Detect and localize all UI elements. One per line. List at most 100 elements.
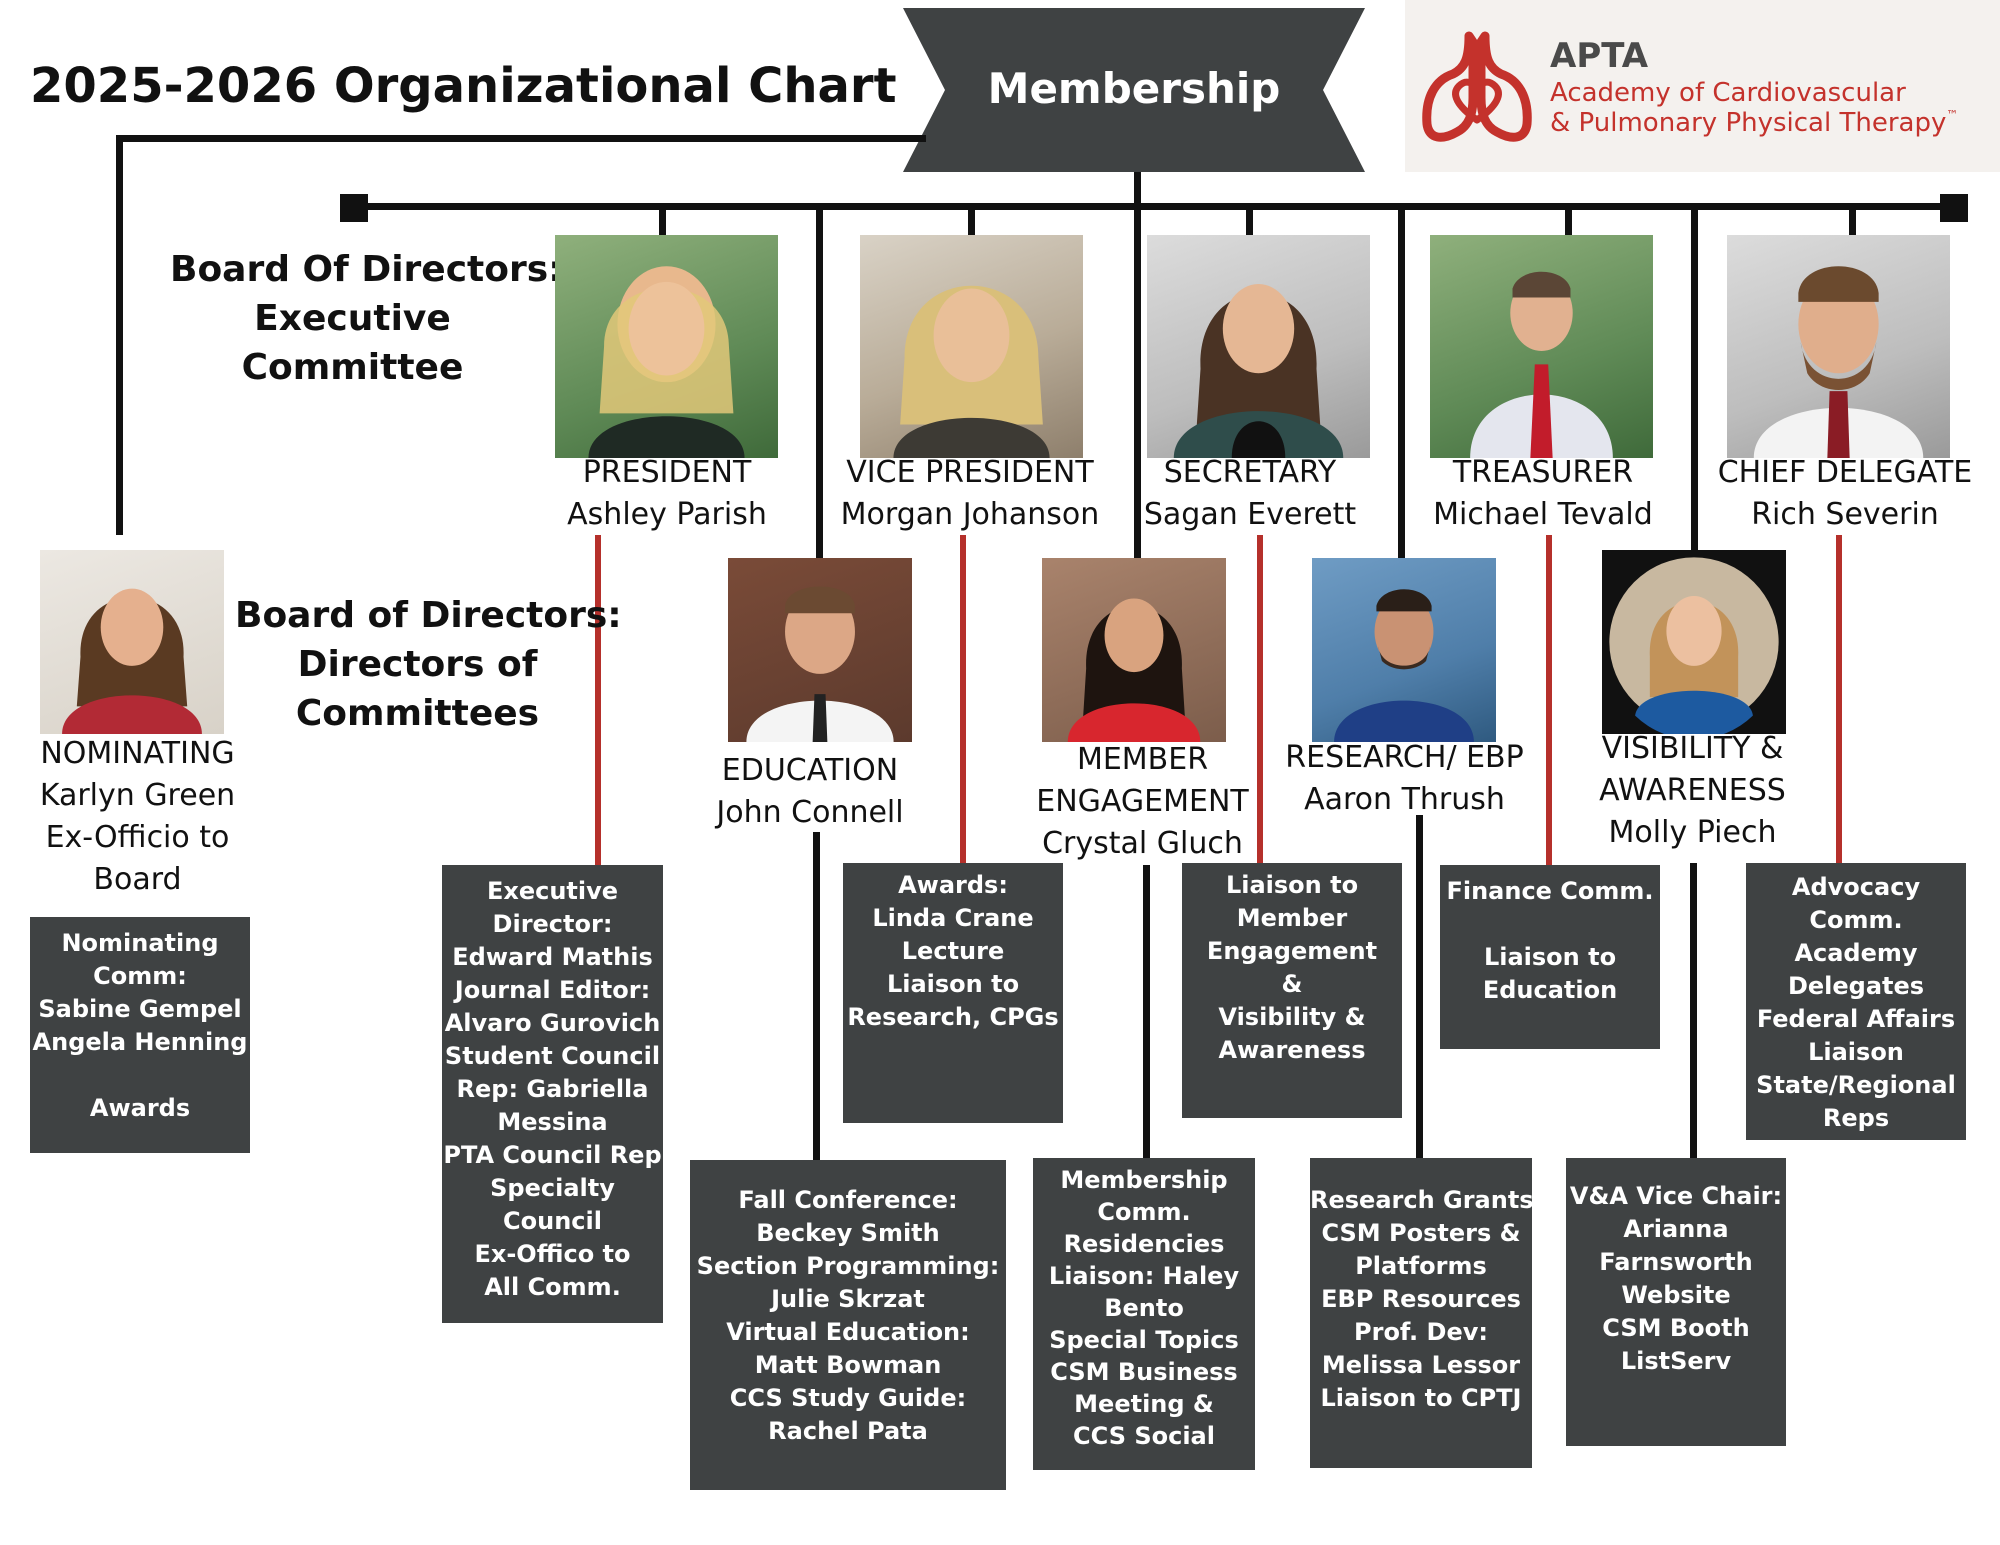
line-board-end-right	[1940, 194, 1968, 222]
box-chief-line: State/Regional	[1756, 1071, 1956, 1099]
box-president-line: Messina	[497, 1108, 608, 1136]
box-education-line: Section Programming:	[696, 1252, 1000, 1280]
photo-secretary	[1147, 235, 1370, 458]
box-secretary-line: Member	[1236, 904, 1348, 932]
red-line-treasurer	[1546, 535, 1552, 865]
photo-member-engagement	[1042, 558, 1226, 742]
heading-directors-line-3: Committees	[295, 693, 540, 734]
heading-executive-line-3: Committee	[241, 347, 464, 388]
box-treasurer-line: Liaison to	[1483, 943, 1617, 971]
label-vp: VICE PRESIDENT Morgan Johanson	[815, 452, 1125, 536]
box-research-line: CSM Posters &	[1321, 1219, 1521, 1247]
nominating-line-2: Karlyn Green	[39, 778, 236, 813]
box-president-line: Alvaro Gurovich	[444, 1009, 661, 1037]
box-vp-line: Linda Crane	[872, 904, 1034, 932]
box-education-line: Matt Bowman	[754, 1351, 942, 1379]
line-board-horizontal	[350, 203, 1960, 210]
box-nominating-line	[30, 1059, 250, 1092]
box-president-line: Council	[503, 1207, 602, 1235]
box-membership-line: Residencies	[1063, 1230, 1225, 1258]
name-secretary: Sagan Everett	[1143, 497, 1357, 532]
name-treasurer: Michael Tevald	[1433, 497, 1653, 532]
photo-vp	[860, 235, 1083, 458]
membership-banner: Membership	[903, 8, 1365, 172]
line-nominating-vertical	[116, 135, 123, 535]
name-chief: Rich Severin	[1751, 497, 1939, 532]
person-photo	[62, 588, 202, 734]
photo-president	[555, 235, 778, 458]
box-visibility-line: V&A Vice Chair:	[1569, 1182, 1783, 1210]
red-line-chief	[1836, 535, 1842, 863]
box-membership-line: Liaison: Haley	[1048, 1262, 1240, 1290]
box-president-line: Executive	[486, 877, 619, 905]
line-drop-education	[816, 203, 823, 559]
box-visibility-line: Farnsworth	[1599, 1248, 1753, 1276]
box-research-line: Platforms	[1355, 1252, 1487, 1280]
role-secretary: SECRETARY	[1163, 455, 1337, 490]
box-chief-line: Comm.	[1809, 906, 1903, 934]
person-photo	[746, 586, 894, 742]
heading-executive-line-1: Board Of Directors:	[170, 249, 563, 290]
box-education-line: Rachel Pata	[768, 1417, 928, 1445]
photo-treasurer	[1430, 235, 1653, 458]
box-membership-line: Comm.	[1097, 1198, 1191, 1226]
box-education-line: CCS Study Guide:	[729, 1384, 967, 1412]
logo-line1: Academy of Cardiovascular	[1550, 78, 1906, 108]
box-education-line: Beckey Smith	[756, 1219, 940, 1247]
box-president-line: Ex-Offico to	[474, 1240, 631, 1268]
box-chief-line: Reps	[1822, 1104, 1890, 1132]
line-drop-secretary	[1246, 203, 1253, 235]
research-line-2: Aaron Thrush	[1304, 782, 1505, 817]
box-visibility-line: Arianna	[1623, 1215, 1729, 1243]
page-title: 2025-2026 Organizational Chart	[30, 58, 897, 114]
logo-line2-text: & Pulmonary Physical Therapy	[1550, 108, 1947, 138]
research-line-1: RESEARCH/ EBP	[1285, 740, 1524, 775]
box-vp-line: Awards:	[898, 871, 1008, 899]
red-line-vp	[960, 535, 966, 863]
box-president-line: Specialty	[490, 1174, 615, 1202]
heading-executive: Board Of Directors: Executive Committee	[170, 245, 563, 392]
box-chief-line: Delegates	[1787, 972, 1925, 1000]
box-chief-line: Academy	[1794, 939, 1918, 967]
name-president: Ashley Parish	[567, 497, 767, 532]
box-president-line: Director:	[492, 910, 613, 938]
label-education: EDUCATION John Connell	[660, 750, 960, 834]
line-research-box	[1416, 815, 1423, 1193]
box-chief-line: Advocacy	[1791, 873, 1921, 901]
box-president-line: Rep: Gabriella	[456, 1075, 649, 1103]
person-photo	[893, 285, 1050, 458]
box-research-line: Research Grants	[1310, 1186, 1534, 1214]
person-photo	[1609, 557, 1779, 734]
logo-line2: & Pulmonary Physical Therapy™	[1550, 108, 1958, 138]
box-treasurer-line	[1440, 908, 1660, 941]
box-education-line: Fall Conference:	[738, 1186, 958, 1214]
box-secretary-line: Visibility &	[1218, 1003, 1366, 1031]
box-nominating-line: Angela Henning	[32, 1028, 248, 1056]
box-research-line: Melissa Lessor	[1321, 1351, 1521, 1379]
box-president-line: Student Council	[444, 1042, 661, 1070]
box-secretary-line: Awareness	[1218, 1036, 1366, 1064]
box-treasurer-line: Education	[1482, 976, 1618, 1004]
box-visibility-line: Website	[1621, 1281, 1731, 1309]
visibility-line-1: VISIBILITY &	[1601, 731, 1784, 766]
member-engagement-line-3: Crystal Gluch	[1042, 826, 1243, 861]
box-secretary-line: &	[1281, 970, 1303, 998]
heading-directors-line-2: Directors of	[297, 644, 538, 685]
heading-directors: Board of Directors: Directors of Committ…	[235, 591, 622, 738]
box-vp-line: Research, CPGs	[847, 1003, 1059, 1031]
label-visibility: VISIBILITY & AWARENESS Molly Piech	[1550, 728, 1835, 854]
member-engagement-line-1: MEMBER	[1076, 742, 1209, 777]
photo-nominating	[40, 550, 224, 734]
apta-logo: APTA Academy of Cardiovascular & Pulmona…	[1405, 0, 2000, 172]
box-president-line: Journal Editor:	[454, 976, 651, 1004]
box-chief-line: Liaison	[1808, 1038, 1904, 1066]
box-secretary-line: Engagement	[1206, 937, 1378, 965]
box-membership-line: CCS Social	[1073, 1422, 1215, 1450]
